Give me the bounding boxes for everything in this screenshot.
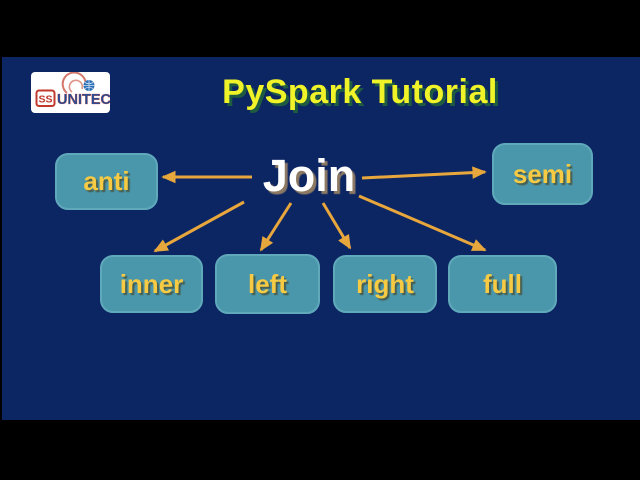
channel-logo: SS UNITECH [31, 71, 122, 113]
node-anti: anti [55, 153, 158, 210]
logo-graphic: SS UNITECH [35, 71, 122, 108]
logo-ss-text: SS [38, 94, 52, 106]
node-right: right [333, 255, 437, 313]
slide-background [0, 57, 640, 420]
node-inner-label: inner [119, 268, 184, 299]
logo-arc-inner [68, 79, 84, 93]
logo-arc-outer [61, 71, 87, 94]
logo-ss-box [35, 89, 56, 107]
node-left: left [215, 254, 320, 314]
letterbox-top [0, 0, 640, 57]
node-left-label: left [248, 268, 287, 299]
node-full: full [448, 255, 557, 313]
node-inner: inner [100, 255, 203, 313]
diagram-center-label: Join [262, 150, 356, 201]
node-full-label: full [483, 268, 522, 299]
node-semi-label: semi [512, 158, 573, 189]
letterbox-bottom [0, 420, 640, 480]
page-title: PySpark Tutorial [222, 73, 498, 111]
node-anti-label: anti [83, 166, 130, 196]
node-right-label: right [356, 268, 414, 299]
node-semi: semi [492, 143, 593, 205]
logo-name-text: UNITECH [57, 92, 110, 108]
globe-lines [83, 80, 95, 91]
